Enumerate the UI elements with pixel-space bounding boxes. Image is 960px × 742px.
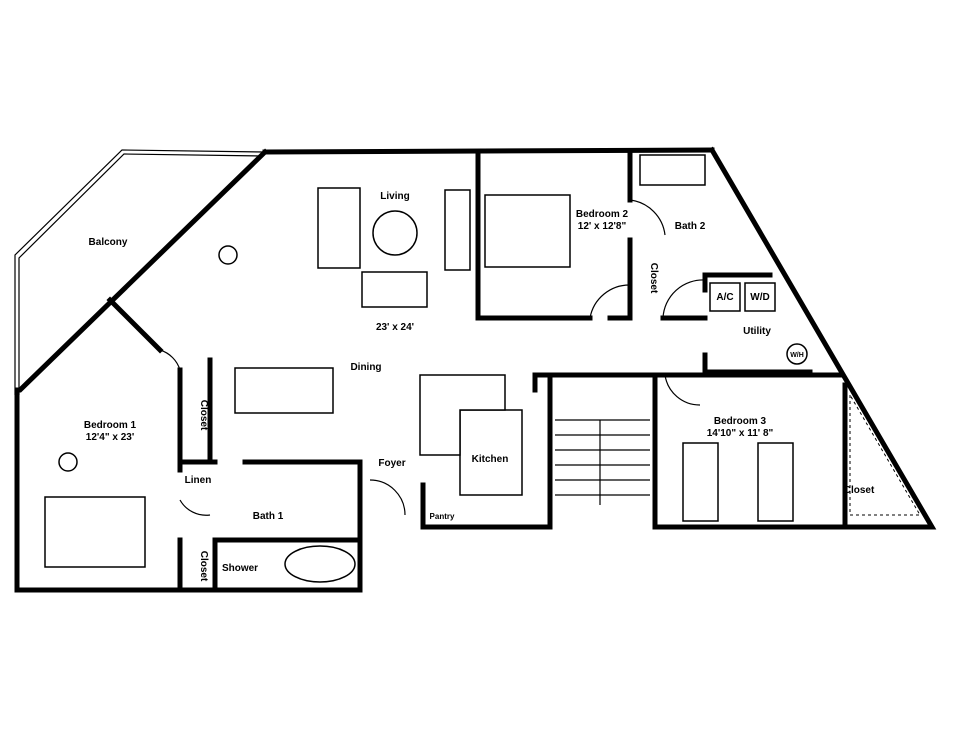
label-living-size: 23' x 24': [376, 322, 414, 333]
label-bedroom1: Bedroom 1: [84, 420, 137, 431]
twin-bed-1: [682, 442, 719, 522]
twin-bed-2: [757, 442, 794, 522]
tv-console: [444, 189, 471, 271]
kitchen-counter: [459, 409, 523, 496]
label-bath1: Bath 1: [253, 511, 284, 522]
label-bedroom3: Bedroom 3: [714, 416, 767, 427]
bathtub-bath2: [639, 154, 706, 186]
label-dining: Dining: [350, 362, 381, 373]
furniture: [44, 154, 921, 583]
label-bedroom1-size: 12'4" x 23': [86, 432, 134, 443]
label-pantry: Pantry: [430, 512, 455, 521]
label-kitchen: Kitchen: [472, 454, 509, 465]
label-wd: W/D: [750, 292, 769, 303]
doors: [159, 199, 706, 516]
walls: [14, 146, 937, 593]
sofa: [317, 187, 361, 269]
label-bath2: Bath 2: [675, 221, 706, 232]
label-bedroom3-size: 14'10" x 11' 8": [707, 428, 774, 439]
stairs: [555, 419, 650, 505]
label-closet-bedroom1-lower: Closet: [198, 551, 209, 582]
ac-unit: [709, 282, 741, 312]
bed-bedroom2: [484, 194, 571, 268]
label-utility: Utility: [743, 326, 771, 337]
kitchen-island: [419, 374, 506, 456]
balcony: [14, 149, 266, 395]
label-closet-bedroom2: Closet: [648, 263, 659, 294]
label-wh: W/H: [790, 352, 804, 359]
bathtub-bath1: [284, 545, 356, 583]
label-bedroom2: Bedroom 2: [576, 209, 629, 220]
label-closet-bedroom3: Closet: [844, 485, 875, 496]
dining-table: [234, 367, 334, 414]
label-bedroom2-size: 12' x 12'8": [578, 221, 627, 232]
label-living: Living: [380, 191, 409, 202]
label-balcony: Balcony: [89, 237, 128, 248]
water-heater: [786, 343, 808, 365]
loveseat: [361, 271, 428, 308]
washer-dryer: [744, 282, 776, 312]
room-labels: Balcony Living 23' x 24' Dining Bedroom …: [84, 191, 875, 582]
label-shower: Shower: [222, 563, 258, 574]
label-closet-bedroom1-upper: Closet: [198, 400, 209, 431]
label-ac: A/C: [716, 292, 733, 303]
label-linen: Linen: [185, 475, 212, 486]
label-foyer: Foyer: [378, 458, 405, 469]
coffee-table: [372, 210, 418, 256]
bed-bedroom1: [44, 496, 146, 568]
